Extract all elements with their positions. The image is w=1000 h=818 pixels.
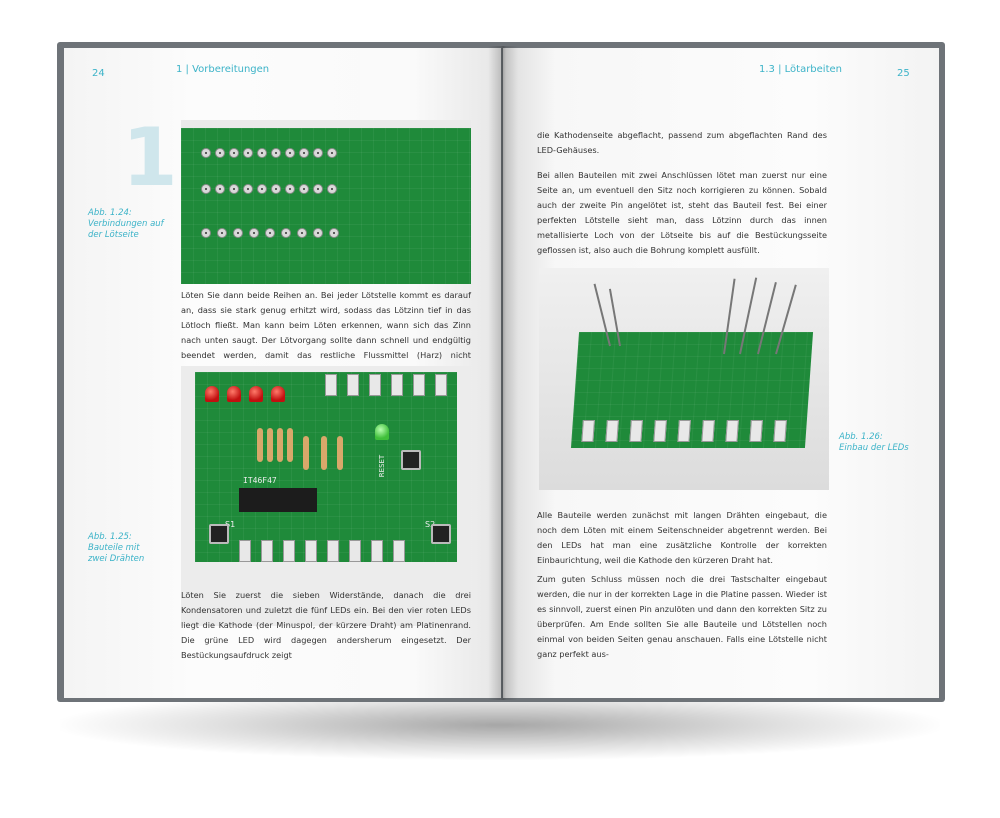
pcb-tab <box>701 420 715 442</box>
green-led <box>375 424 389 440</box>
pcb-tab <box>413 374 425 396</box>
right-paragraph-3: Alle Bauteile werden zunächst mit langen… <box>537 510 827 565</box>
solder-pad <box>313 184 323 194</box>
figure-1-25-photo: IT46F47 RESET S1 S2 <box>181 366 471 626</box>
s1-label: S1 <box>225 520 236 529</box>
right-running-head: 1.3 | Lötarbeiten <box>759 64 842 75</box>
book-spine <box>488 46 518 700</box>
solder-pad <box>201 228 211 238</box>
solder-pad <box>285 184 295 194</box>
solder-pad <box>233 228 243 238</box>
left-running-head: 1 | Vorbereitungen <box>176 64 270 75</box>
tact-switch <box>431 524 451 544</box>
pcb-tab <box>749 420 763 442</box>
figure-1-25-caption: Abb. 1.25: Bauteile mit zwei Drähten <box>88 532 145 564</box>
solder-pad <box>299 148 309 158</box>
pcb-tab <box>347 374 359 396</box>
solder-pad <box>243 184 253 194</box>
solder-pad <box>271 184 281 194</box>
resistor <box>257 428 263 462</box>
pcb-tab <box>239 540 251 562</box>
left-paragraph-2: Löten Sie zuerst die sieben Widerstände,… <box>181 590 471 660</box>
right-paragraph-4: Zum guten Schluss müssen noch die drei T… <box>537 574 827 659</box>
pcb-tab <box>391 374 403 396</box>
pcb-component-side: IT46F47 RESET S1 S2 <box>195 372 457 562</box>
resistor <box>287 428 293 462</box>
pcb-tab <box>327 540 339 562</box>
pcb-tab <box>773 420 787 442</box>
red-led <box>271 386 285 402</box>
ic-label: IT46F47 <box>243 476 277 485</box>
solder-pad <box>257 184 267 194</box>
pcb-tab <box>581 420 595 442</box>
resistor <box>277 428 283 462</box>
pcb-tab <box>349 540 361 562</box>
pcb-tab <box>393 540 405 562</box>
right-page: 1.3 | Lötarbeiten 25 die Kathodenseite a… <box>503 48 939 698</box>
solder-pad <box>229 184 239 194</box>
reset-label: RESET <box>378 454 387 478</box>
pcb-tab <box>725 420 739 442</box>
solder-pad <box>271 148 281 158</box>
pcb-tab <box>677 420 691 442</box>
tact-switch <box>209 524 229 544</box>
resistor <box>267 428 273 462</box>
pcb-tab <box>325 374 337 396</box>
solder-pad <box>243 148 253 158</box>
right-paragraph-1: die Kathodenseite abgeflacht, passend zu… <box>537 130 827 155</box>
resistor <box>321 436 327 470</box>
solder-pad <box>327 148 337 158</box>
right-paragraph-2: Bei allen Bauteilen mit zwei Anschlüssen… <box>537 170 827 255</box>
solder-pad <box>257 148 267 158</box>
s2-label: S2 <box>425 520 435 529</box>
red-led <box>205 386 219 402</box>
solder-pad <box>229 148 239 158</box>
pcb-tab <box>371 540 383 562</box>
tact-switch <box>401 450 421 470</box>
red-led <box>227 386 241 402</box>
pcb-tab <box>261 540 273 562</box>
pcb-solder-side <box>181 128 471 284</box>
pcb-tab <box>369 374 381 396</box>
solder-pad <box>201 184 211 194</box>
right-page-number: 25 <box>897 68 910 79</box>
pcb-tab <box>629 420 643 442</box>
pcb-tab <box>605 420 619 442</box>
ic-socket: IT46F47 <box>239 476 317 512</box>
figure-1-24-photo <box>181 120 471 284</box>
figure-1-26-photo <box>539 268 829 490</box>
pcb-tab <box>283 540 295 562</box>
left-page: 24 1 | Vorbereitungen 1 Abb. 1.24: Verbi… <box>64 48 501 698</box>
solder-pad <box>217 228 227 238</box>
red-led <box>249 386 263 402</box>
figure-1-26-caption: Abb. 1.26: Einbau der LEDs <box>839 432 909 453</box>
resistor <box>337 436 343 470</box>
solder-pad <box>215 184 225 194</box>
left-page-number: 24 <box>92 68 105 79</box>
resistor <box>303 436 309 470</box>
solder-pad <box>265 228 275 238</box>
solder-pad <box>249 228 259 238</box>
solder-pad <box>281 228 291 238</box>
solder-pad <box>215 148 225 158</box>
solder-pad <box>313 148 323 158</box>
solder-pad <box>201 148 211 158</box>
solder-pad <box>297 228 307 238</box>
pcb-tab <box>653 420 667 442</box>
solder-pad <box>329 228 339 238</box>
solder-pad <box>285 148 295 158</box>
pcb-tab <box>305 540 317 562</box>
solder-pad <box>327 184 337 194</box>
chapter-number: 1 <box>122 111 178 204</box>
figure-1-24-caption: Abb. 1.24: Verbindungen auf der Lötseite <box>88 208 164 240</box>
pcb-tab <box>435 374 447 396</box>
solder-pad <box>313 228 323 238</box>
solder-pad <box>299 184 309 194</box>
